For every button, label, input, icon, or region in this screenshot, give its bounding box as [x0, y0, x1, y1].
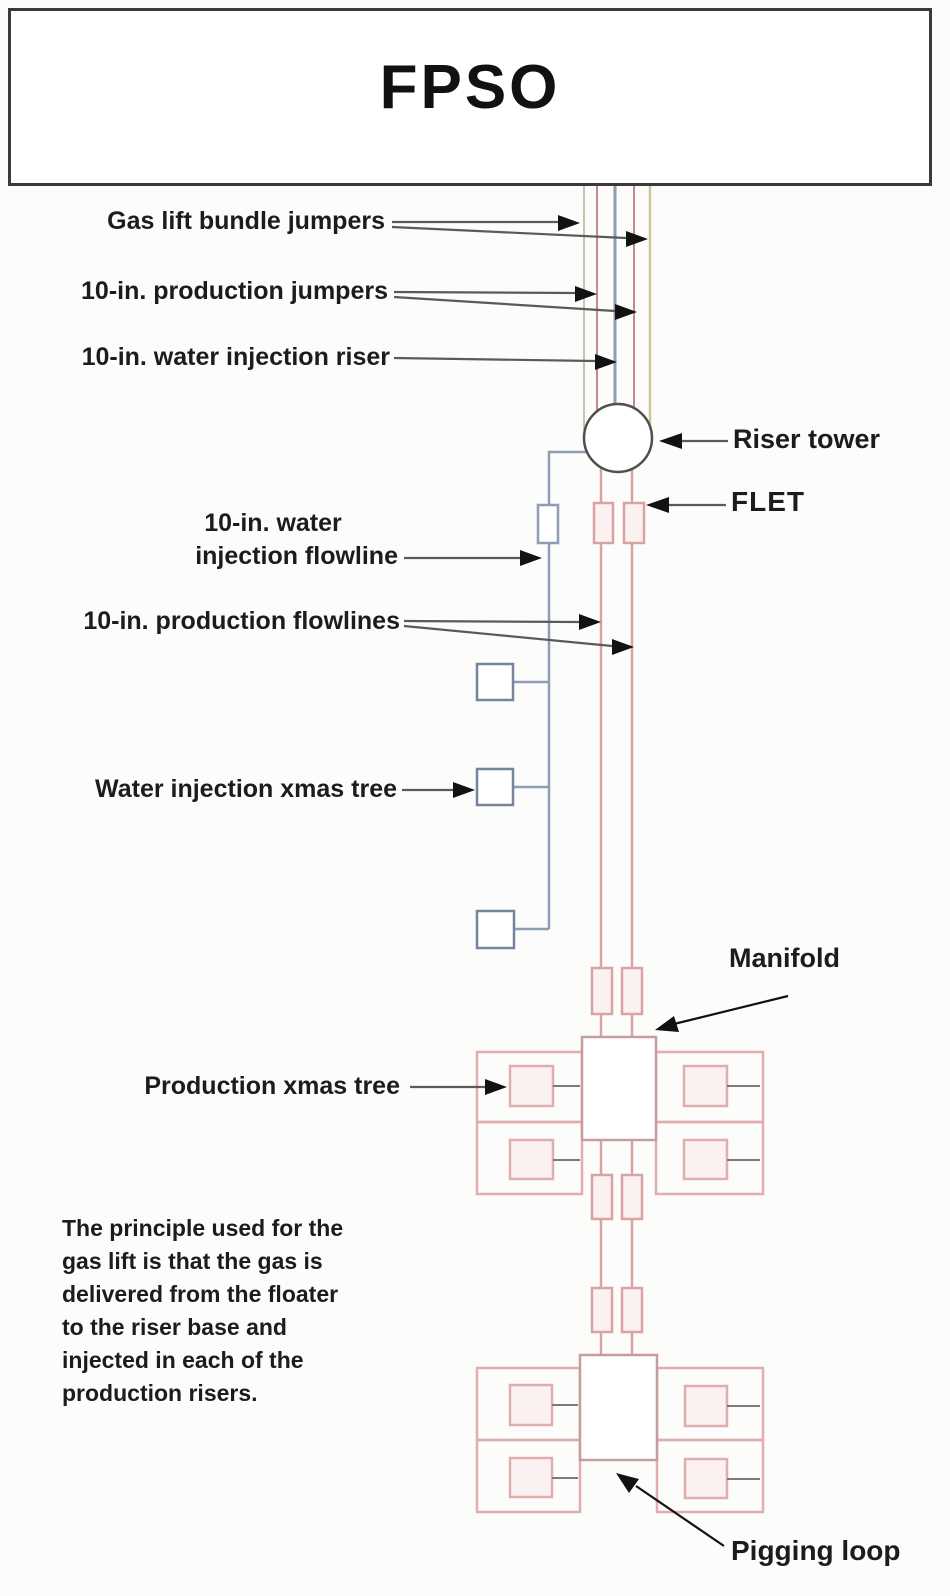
manifold-1-box [580, 1035, 658, 1142]
loop-m2-bottom-right [655, 1438, 765, 1514]
arrowhead-gas-lift-2 [626, 231, 648, 247]
water-injection-flowline-path [513, 450, 588, 931]
loop-m1-bottom-left [475, 1120, 584, 1196]
fpso-box: FPSO [8, 8, 932, 186]
arrowhead-gas-lift-1 [558, 215, 580, 231]
flet-production-1 [592, 501, 615, 545]
label-production-jumpers: 10-in. production jumpers [81, 277, 388, 305]
arrowhead-wi-riser [595, 354, 617, 370]
arrowhead-manifold [655, 1016, 679, 1032]
connector-c2 [620, 1286, 644, 1334]
leader-prod-jumpers-2 [393, 295, 616, 313]
label-manifold: Manifold [729, 943, 840, 973]
arrowhead-prod-tree [485, 1079, 507, 1095]
leader-manifold [673, 994, 789, 1026]
flowline-jumper-connectors [590, 966, 644, 1334]
flet-connectors [536, 501, 646, 545]
production-trees-manifold-1 [508, 1064, 760, 1181]
arrowhead-wi-tree [453, 782, 475, 798]
note-line-5: injected in each of the [62, 1347, 304, 1373]
arrowhead-prod-flowlines-2 [612, 639, 634, 655]
production-tree-m1-4 [682, 1138, 729, 1181]
label-water-injection-riser: 10-in. water injection riser [81, 343, 390, 371]
arrowhead-riser-tower [659, 433, 682, 449]
arrowhead-prod-jumpers-2 [615, 304, 637, 320]
label-water-injection-xmas-tree: Water injection xmas tree [95, 775, 397, 803]
arrowhead-prod-jumpers-1 [575, 286, 597, 302]
connector-c1 [590, 1286, 614, 1334]
gas-lift-note: The principle used for the gas lift is t… [62, 1212, 422, 1410]
production-tree-m2-1 [508, 1383, 554, 1427]
leader-pigging-loop [635, 1485, 725, 1547]
production-tree-m1-1 [508, 1064, 555, 1108]
fpso-title: FPSO [379, 52, 561, 122]
production-tree-m1-3 [682, 1064, 729, 1108]
manifold-2-box [578, 1353, 659, 1462]
arrowhead-pigging-loop [616, 1473, 639, 1493]
leader-arrows [391, 220, 789, 1547]
loop-m2-bottom-left [475, 1438, 582, 1514]
production-tree-m2-4 [683, 1457, 729, 1500]
label-production-xmas-tree: Production xmas tree [144, 1072, 400, 1100]
water-injection-tree-1 [475, 662, 515, 702]
connector-b2 [620, 1173, 644, 1221]
note-line-6: production risers. [62, 1380, 258, 1406]
leader-prod-jumpers-1 [393, 290, 576, 295]
label-riser-tower: Riser tower [733, 424, 881, 454]
flet-production-2 [622, 501, 646, 545]
label-water-injection-flowline-line2: injection flowline [195, 542, 398, 570]
arrowhead-wi-flowline [520, 550, 542, 566]
connector-b1 [590, 1173, 614, 1221]
connector-a2 [620, 966, 644, 1016]
label-production-flowlines: 10-in. production flowlines [83, 607, 400, 635]
label-gas-lift-bundle-jumpers: Gas lift bundle jumpers [107, 207, 385, 235]
leader-prod-flowlines-1 [403, 619, 580, 624]
production-trees-manifold-2 [508, 1383, 760, 1500]
flet-water-injection [536, 503, 560, 545]
arrowheads [453, 215, 682, 1493]
label-water-injection-flowline-line1: 10-in. water [204, 509, 342, 537]
water-injection-tree-2 [475, 767, 515, 807]
leader-prod-flowlines-2 [403, 624, 613, 648]
connector-a1 [590, 966, 614, 1016]
note-line-3: delivered from the floater [62, 1281, 339, 1307]
label-water-injection-flowline: 10-in. water injection flowline [148, 507, 398, 573]
production-tree-m2-3 [683, 1384, 729, 1428]
production-tree-m1-2 [508, 1138, 555, 1181]
tree-stubs-m1 [553, 1085, 760, 1161]
loop-m1-bottom-right [654, 1120, 765, 1196]
arrowhead-prod-flowlines-1 [579, 614, 601, 630]
water-injection-tree-3 [475, 909, 516, 950]
water-injection-flowline [513, 450, 588, 931]
riser-tower-circle [582, 402, 654, 474]
production-flowlines [599, 450, 634, 1400]
note-line-1: The principle used for the [62, 1215, 344, 1241]
note-line-2: gas lift is that the gas is [62, 1248, 323, 1274]
note-line-4: to the riser base and [62, 1314, 287, 1340]
leader-wi-riser [393, 356, 596, 363]
arrowhead-flet [646, 497, 669, 513]
label-flet: FLET [731, 486, 805, 517]
water-injection-trees [475, 662, 516, 950]
tree-stubs-m2 [552, 1404, 760, 1480]
production-tree-m2-2 [508, 1456, 554, 1499]
leader-gas-lift-2 [391, 225, 627, 240]
label-pigging-loop: Pigging loop [731, 1535, 901, 1566]
